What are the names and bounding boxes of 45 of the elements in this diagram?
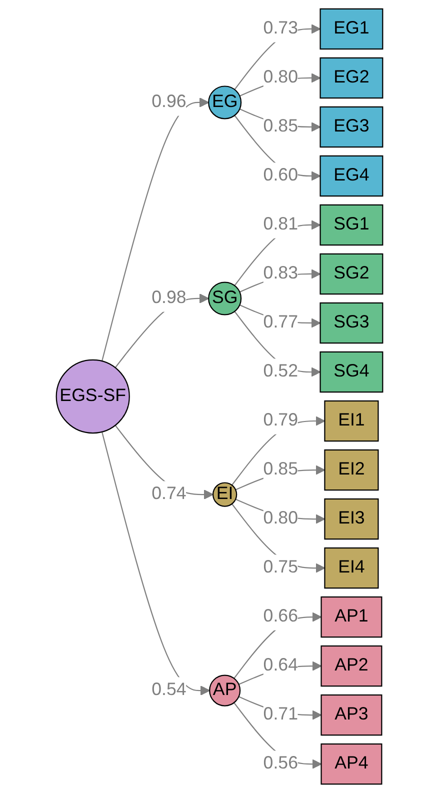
edge-label: 0.80 xyxy=(263,508,298,528)
arrow xyxy=(101,98,210,362)
edge-label: 0.56 xyxy=(263,754,298,773)
edge-label: 0.54 xyxy=(152,680,186,700)
node-circle: EGS-SF xyxy=(56,359,130,434)
edge-label: 0.83 xyxy=(263,264,298,283)
node-circle: EI xyxy=(212,482,238,507)
edge-label: 0.80 xyxy=(263,68,298,87)
node-box: SG4 xyxy=(320,351,384,393)
edge-label: 0.81 xyxy=(263,214,298,234)
node-circle: AP xyxy=(209,674,241,706)
edge-label: 0.52 xyxy=(263,362,298,381)
arrow xyxy=(232,504,326,573)
node-box: EI4 xyxy=(324,547,379,589)
edge-label: 0.60 xyxy=(263,166,298,185)
node-box: EI1 xyxy=(324,400,379,442)
edge-label: 0.85 xyxy=(263,460,298,479)
edge-label: 0.73 xyxy=(263,18,298,38)
edge-label: 0.75 xyxy=(263,558,298,577)
arrow xyxy=(232,416,326,486)
node-box: EG2 xyxy=(320,57,384,99)
edge-label: 0.66 xyxy=(263,607,298,626)
node-circle: SG xyxy=(208,282,242,316)
node-box: SG1 xyxy=(320,204,384,246)
node-box: AP4 xyxy=(320,743,382,785)
edge-label: 0.77 xyxy=(263,312,298,332)
node-box: SG3 xyxy=(320,302,384,344)
edge-label: 0.71 xyxy=(263,705,298,724)
edge-label: 0.74 xyxy=(152,484,186,504)
arrow xyxy=(101,432,210,696)
node-circle: EG xyxy=(208,86,242,120)
node-box: AP3 xyxy=(320,694,382,736)
edge-label: 0.98 xyxy=(152,288,186,308)
node-box: EI2 xyxy=(324,449,379,491)
node-box: AP2 xyxy=(320,645,382,687)
node-box: EI3 xyxy=(324,498,379,540)
node-box: EG1 xyxy=(320,8,384,50)
edge-label: 0.64 xyxy=(263,656,298,675)
node-box: EG4 xyxy=(320,155,384,197)
edge-label: 0.79 xyxy=(263,410,298,430)
edge-label: 0.96 xyxy=(152,92,186,112)
edge-label: 0.85 xyxy=(263,116,298,136)
node-box: AP1 xyxy=(320,596,382,638)
node-box: EG3 xyxy=(320,106,384,148)
node-box: SG2 xyxy=(320,253,384,295)
